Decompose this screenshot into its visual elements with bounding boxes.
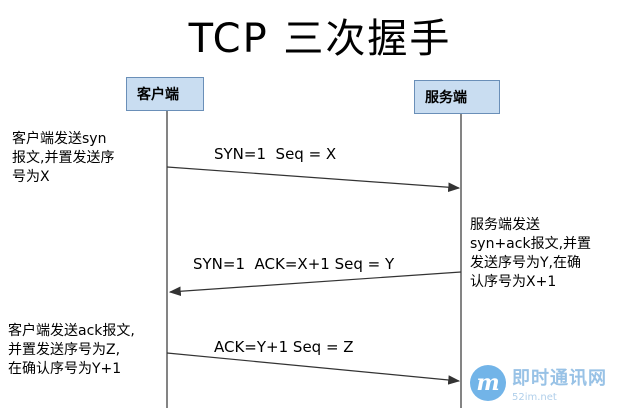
client-lifeline-box: 客户端 bbox=[126, 77, 204, 111]
syn-ack-arrow bbox=[168, 271, 462, 297]
watermark-logo-icon: m bbox=[470, 365, 506, 401]
ack-message-label: ACK=Y+1 Seq = Z bbox=[214, 338, 354, 356]
syn-ack-message-label: SYN=1 ACK=X+1 Seq = Y bbox=[193, 255, 395, 273]
syn-arrow bbox=[166, 166, 461, 193]
server-lifeline-box: 服务端 bbox=[414, 80, 500, 114]
syn-message-label: SYN=1 Seq = X bbox=[214, 145, 337, 163]
client-ack-note: 客户端发送ack报文, 并置发送序号为Z, 在确认序号为Y+1 bbox=[8, 323, 135, 377]
watermark-name: 即时通讯网 bbox=[512, 367, 607, 389]
server-label: 服务端 bbox=[425, 90, 467, 106]
watermark-url: 52im.net bbox=[512, 391, 557, 403]
client-syn-note: 客户端发送syn 报文,并置发送序 号为X bbox=[12, 131, 115, 185]
diagram-title: TCP 三次握手 bbox=[188, 16, 452, 62]
client-label: 客户端 bbox=[137, 87, 179, 103]
watermark: m 即时通讯网 52im.net bbox=[470, 358, 640, 408]
ack-arrow bbox=[166, 352, 461, 385]
server-syn-ack-note: 服务端发送 syn+ack报文,并置 发送序号为Y,在确 认序号为X+1 bbox=[470, 217, 592, 290]
